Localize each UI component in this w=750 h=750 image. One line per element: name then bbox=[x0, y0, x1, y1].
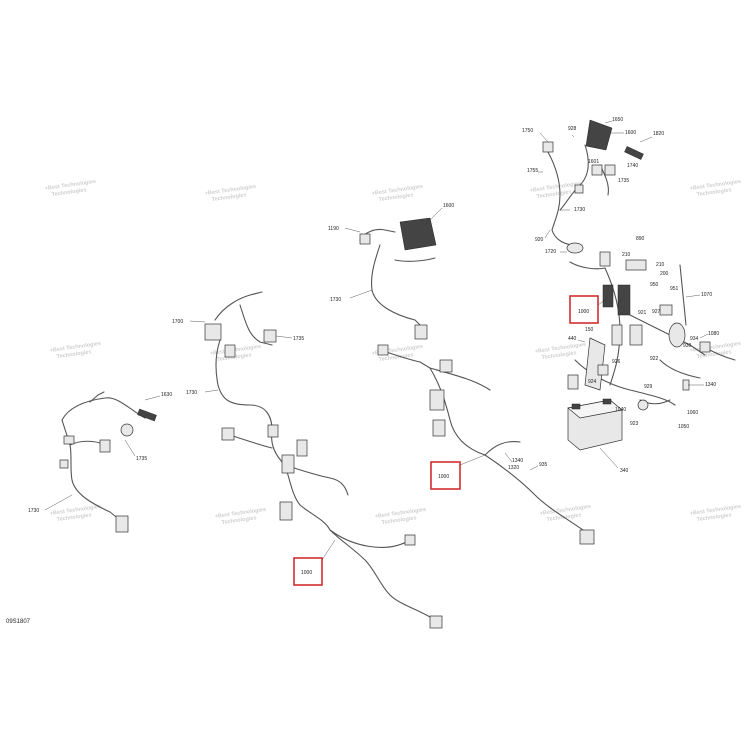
svg-text:Technologies: Technologies bbox=[216, 352, 252, 363]
svg-text:1600: 1600 bbox=[625, 130, 636, 136]
svg-text:930: 930 bbox=[683, 343, 692, 349]
svg-text:924: 924 bbox=[588, 379, 597, 385]
svg-text:1340: 1340 bbox=[512, 458, 523, 464]
svg-text:1700: 1700 bbox=[172, 319, 183, 325]
svg-text:Technologies: Technologies bbox=[221, 515, 257, 526]
svg-text:1730: 1730 bbox=[186, 390, 197, 396]
svg-text:200: 200 bbox=[660, 271, 669, 277]
svg-text:950: 950 bbox=[650, 282, 659, 288]
callout-1000-bottom bbox=[293, 557, 323, 586]
svg-text:1000: 1000 bbox=[578, 309, 589, 315]
svg-text:1050: 1050 bbox=[678, 424, 689, 430]
svg-text:Technologies: Technologies bbox=[56, 512, 92, 523]
svg-text:Technologies: Technologies bbox=[381, 515, 417, 526]
svg-text:Technologies: Technologies bbox=[696, 187, 732, 198]
svg-text:1750: 1750 bbox=[522, 128, 533, 134]
svg-text:935: 935 bbox=[539, 462, 548, 468]
svg-text:1600: 1600 bbox=[443, 203, 454, 209]
svg-text:Technologies: Technologies bbox=[696, 349, 732, 360]
svg-text:Technologies: Technologies bbox=[378, 192, 414, 203]
svg-text:Technologies: Technologies bbox=[211, 192, 247, 203]
svg-text:1650: 1650 bbox=[612, 117, 623, 123]
svg-text:1740: 1740 bbox=[627, 163, 638, 169]
svg-text:Technologies: Technologies bbox=[51, 187, 87, 198]
svg-text:1320: 1320 bbox=[508, 465, 519, 471]
svg-text:210: 210 bbox=[622, 252, 631, 258]
svg-text:1190: 1190 bbox=[328, 226, 339, 232]
svg-text:927: 927 bbox=[652, 309, 661, 315]
svg-text:Technologies: Technologies bbox=[56, 349, 92, 360]
svg-text:1340: 1340 bbox=[705, 382, 716, 388]
svg-text:1730: 1730 bbox=[28, 508, 39, 514]
svg-text:1080: 1080 bbox=[708, 331, 719, 337]
figure-code: 09S1807 bbox=[6, 619, 31, 625]
svg-text:1735: 1735 bbox=[136, 456, 147, 462]
callout-1000-center bbox=[430, 461, 461, 490]
svg-text:1730: 1730 bbox=[330, 297, 341, 303]
svg-text:1000: 1000 bbox=[438, 474, 449, 480]
svg-text:934: 934 bbox=[690, 336, 699, 342]
harness-center: 1190 1600 1730 1340 1320 935 1000 bbox=[328, 203, 595, 545]
svg-text:922: 922 bbox=[650, 356, 659, 362]
svg-text:920: 920 bbox=[535, 237, 544, 243]
svg-text:923: 923 bbox=[630, 421, 639, 427]
svg-text:440: 440 bbox=[568, 336, 577, 342]
svg-text:1820: 1820 bbox=[653, 131, 664, 137]
svg-text:Technologies: Technologies bbox=[536, 189, 572, 200]
svg-text:210: 210 bbox=[656, 262, 665, 268]
harness-left: 1630 1735 1730 bbox=[28, 391, 172, 533]
svg-text:Technologies: Technologies bbox=[696, 512, 732, 523]
svg-text:1040: 1040 bbox=[615, 407, 626, 413]
harness-right: 1750 928 1650 1600 1820 1601 1740 1735 1… bbox=[522, 117, 736, 474]
svg-text:1630: 1630 bbox=[161, 392, 172, 398]
svg-text:Technologies: Technologies bbox=[378, 352, 414, 363]
callout-1000-top bbox=[569, 295, 599, 324]
svg-text:1000: 1000 bbox=[301, 570, 312, 576]
svg-text:921: 921 bbox=[638, 310, 647, 316]
svg-text:1720: 1720 bbox=[545, 249, 556, 255]
svg-text:1601: 1601 bbox=[588, 159, 599, 165]
svg-text:929: 929 bbox=[644, 384, 653, 390]
svg-text:890: 890 bbox=[636, 236, 645, 242]
svg-text:1755: 1755 bbox=[527, 168, 538, 174]
svg-text:150: 150 bbox=[585, 327, 594, 333]
svg-text:1070: 1070 bbox=[701, 292, 712, 298]
svg-text:1730: 1730 bbox=[574, 207, 585, 213]
svg-text:951: 951 bbox=[670, 286, 679, 292]
svg-text:Technologies: Technologies bbox=[541, 350, 577, 361]
battery bbox=[567, 398, 623, 451]
svg-text:928: 928 bbox=[568, 126, 577, 132]
svg-text:1735: 1735 bbox=[293, 336, 304, 342]
svg-text:1060: 1060 bbox=[687, 410, 698, 416]
svg-text:926: 926 bbox=[612, 359, 621, 365]
svg-text:340: 340 bbox=[620, 468, 629, 474]
svg-text:1735: 1735 bbox=[618, 178, 629, 184]
harness-left-center: 1700 1735 1730 1000 bbox=[172, 291, 443, 629]
